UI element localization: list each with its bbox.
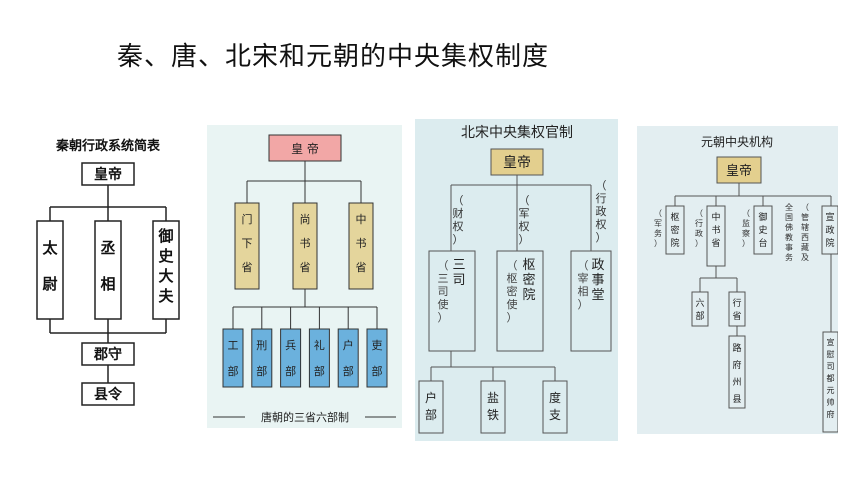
qin-diagram: 秦朝行政系统简表 皇帝 太尉 丞相 御史大夫 郡守 县令 <box>33 133 183 415</box>
yuan-lufuzhouxian: 路府州县 <box>732 342 741 405</box>
yuan-zhongshusheng-note: （行政） <box>695 209 703 248</box>
qin-chengxiang: 丞相 <box>100 239 115 293</box>
qin-junshou: 郡守 <box>93 346 122 363</box>
yuan-heading: 元朝中央机构 <box>701 134 773 149</box>
tang-bu-2: 兵部 <box>285 339 296 378</box>
tang-bu-box <box>280 328 302 388</box>
song-duzhi: 度支 <box>549 390 561 422</box>
tang-bu-0: 工部 <box>228 339 239 378</box>
tang-bu-4: 户部 <box>343 338 354 378</box>
tang-sheng-0: 门下省 <box>242 212 253 274</box>
song-diagram: 北宋中央集权官制 皇帝 （财权） （军权） （行政权） 三司 （三司使） 枢密院… <box>415 119 618 441</box>
song-heading: 北宋中央集权官制 <box>461 124 573 141</box>
song-sansi: 三司 <box>452 258 465 288</box>
tang-caption: 唐朝的三省六部制 <box>261 410 349 424</box>
tang-bu-box <box>222 328 244 388</box>
yuan-xuanweisi: 宣慰司都元帅府 <box>827 337 835 419</box>
yuan-liubu: 六部 <box>695 297 704 322</box>
page-title: 秦、唐、北宋和元朝的中央集权制度 <box>117 42 550 72</box>
song-shumiyuan: 枢密院 <box>522 258 535 303</box>
yuan-xuanzhengyuan-note: （管辖西藏及 <box>801 203 809 262</box>
song-yantie: 盐铁 <box>487 391 499 422</box>
tang-bu-box <box>366 328 388 388</box>
song-power-jun: （军权） <box>519 194 530 246</box>
tang-sheng-2: 中书省 <box>356 213 367 274</box>
yuan-shumiyuan-note: （军务） <box>654 209 662 248</box>
yuan-xuanzhengyuan: 宣政院 <box>825 211 834 249</box>
yuan-yushitai-note: （监察） <box>742 209 750 248</box>
qin-yushi: 御史大夫 <box>157 227 174 305</box>
yuan-fojiao: 全国佛教事务 <box>785 202 793 262</box>
yuan-xingsheng: 行省 <box>732 297 741 322</box>
yuan-yushitai: 御史台 <box>758 211 767 249</box>
tang-bu-1: 刑部 <box>256 339 267 378</box>
qin-heading: 秦朝行政系统简表 <box>55 138 161 154</box>
yuan-zhongshusheng: 中书省 <box>711 211 720 249</box>
tang-bu-box <box>251 328 273 388</box>
tang-sheng-1: 尚书省 <box>300 212 311 274</box>
tang-bu-box <box>337 328 359 388</box>
yuan-emperor: 皇帝 <box>726 163 752 179</box>
yuan-shumiyuan: 枢密院 <box>670 211 679 249</box>
song-sansi-note: （三司使） <box>438 259 449 324</box>
tang-bu-5: 吏部 <box>372 339 383 378</box>
song-zhengshitang-note: （宰相） <box>578 259 589 311</box>
qin-taiwei: 太尉 <box>42 239 58 293</box>
song-emperor: 皇帝 <box>503 155 531 171</box>
song-power-cai: （财权） <box>453 194 464 246</box>
tang-bu-box <box>308 328 330 388</box>
qin-xianling: 县令 <box>94 386 123 403</box>
song-zhengshitang: 政事堂 <box>591 258 604 303</box>
song-power-xingzheng: （行政权） <box>596 179 607 244</box>
tang-diagram: 皇 帝 门下省 尚书省 中书省 工部刑部兵部礼部户部吏部 唐朝的三省六部制 <box>207 125 402 428</box>
song-shumiyuan-note: （枢密使） <box>507 259 518 324</box>
song-hubu: 户部 <box>425 390 437 422</box>
tang-bu-3: 礼部 <box>314 338 325 378</box>
yuan-diagram: 元朝中央机构 皇帝 枢密院 （军务） 中书省 （行政） 御史台 （监察） 全国佛… <box>637 126 838 434</box>
qin-emperor: 皇帝 <box>94 166 122 183</box>
tang-emperor: 皇 帝 <box>291 141 319 156</box>
